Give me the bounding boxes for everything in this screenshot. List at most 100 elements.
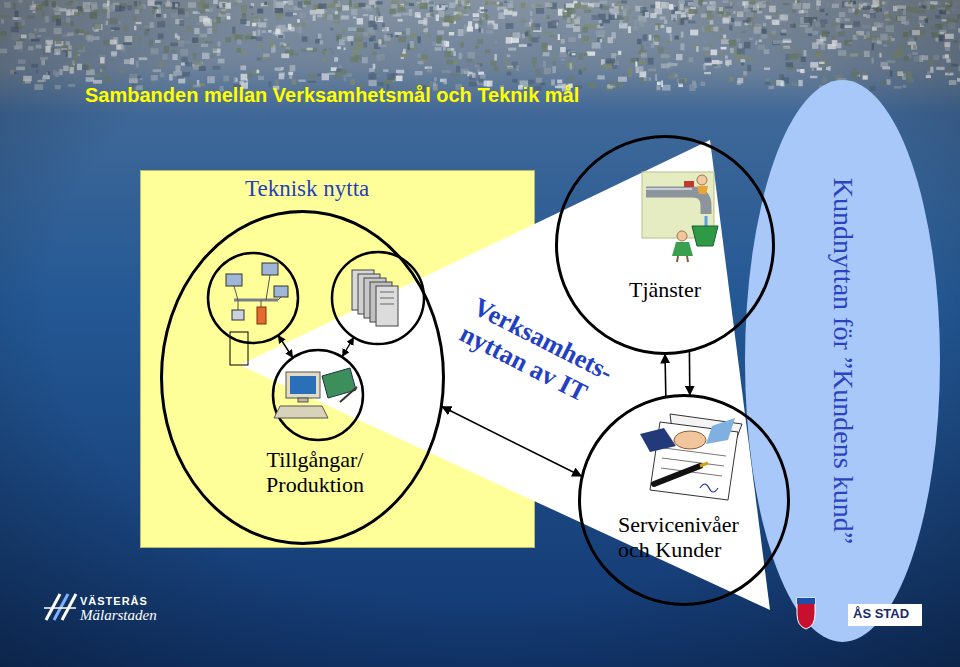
city-block <box>45 71 50 77</box>
city-block <box>444 51 453 57</box>
city-block <box>21 20 24 26</box>
city-block <box>938 2 941 5</box>
city-block <box>514 14 517 16</box>
connector-arrow <box>441 406 582 476</box>
city-block <box>901 6 905 10</box>
city-block <box>422 0 431 2</box>
city-block <box>120 6 125 11</box>
city-block <box>800 17 809 24</box>
city-block <box>464 6 470 9</box>
city-block <box>670 34 672 41</box>
city-block <box>179 20 184 26</box>
city-block <box>398 19 403 22</box>
city-block <box>652 69 655 73</box>
city-block <box>2 34 5 40</box>
city-block <box>746 16 753 21</box>
city-block <box>344 78 346 81</box>
city-block <box>369 21 376 27</box>
city-block <box>486 30 493 33</box>
city-block <box>598 14 605 20</box>
faucet-icon <box>684 181 694 187</box>
city-block <box>507 66 513 69</box>
city-block <box>812 68 814 71</box>
ellipse-shape <box>557 137 774 354</box>
city-block <box>55 41 64 46</box>
city-block <box>59 69 62 75</box>
city-block <box>794 48 802 51</box>
circle-label: Servicenivåer och Kunder <box>618 512 758 563</box>
city-block <box>177 36 180 40</box>
city-block <box>423 20 427 26</box>
city-block <box>656 85 660 90</box>
city-logo <box>54 594 68 620</box>
city-block <box>262 30 267 33</box>
city-block <box>897 71 903 76</box>
panel-heading: Teknisk nytta <box>245 176 369 202</box>
city-block <box>409 9 413 16</box>
city-block <box>86 64 90 71</box>
city-block <box>781 77 789 83</box>
handshake-icon <box>650 422 738 500</box>
city-block <box>204 22 212 26</box>
city-block <box>564 4 571 10</box>
city-block <box>183 9 189 11</box>
city-block <box>782 41 791 43</box>
city-block <box>764 15 766 18</box>
city-block <box>371 5 375 8</box>
city-block <box>701 26 710 32</box>
city-block <box>481 9 488 11</box>
city-block <box>507 1 513 3</box>
city-block <box>951 64 958 67</box>
city-block <box>90 12 97 19</box>
city-block <box>600 23 603 26</box>
city-block <box>945 2 950 4</box>
city-block <box>77 54 80 56</box>
city-block <box>241 74 248 81</box>
city-block <box>674 74 678 78</box>
city-block <box>823 77 828 82</box>
city-block <box>387 73 394 80</box>
ellipse-shape <box>162 212 444 544</box>
city-block <box>437 36 441 43</box>
city-block <box>816 39 823 44</box>
city-block <box>158 61 163 67</box>
network-icon <box>226 274 242 286</box>
city-block <box>904 71 912 78</box>
city-block <box>692 81 696 85</box>
city-logo <box>62 594 76 620</box>
faucet-icon <box>642 172 718 262</box>
city-block <box>750 1 755 5</box>
city-block <box>747 13 755 19</box>
city-block <box>653 38 658 45</box>
city-block <box>668 63 671 69</box>
city-block <box>553 61 556 65</box>
city-block <box>205 9 213 12</box>
city-block <box>828 66 831 71</box>
city-block <box>525 32 528 37</box>
city-block <box>437 38 442 44</box>
city-block <box>782 16 787 23</box>
city-block <box>93 80 102 84</box>
city-block <box>417 4 423 6</box>
city-block <box>935 15 941 19</box>
city-logo <box>44 607 76 609</box>
city-block <box>657 82 661 85</box>
city-block <box>737 11 744 17</box>
city-block <box>86 69 95 75</box>
city-block <box>804 17 812 23</box>
city-block <box>735 21 742 26</box>
city-block <box>216 6 219 9</box>
city-block <box>205 41 213 43</box>
city-block <box>115 5 121 11</box>
city-block <box>107 12 110 19</box>
city-block <box>567 10 570 16</box>
city-block <box>877 40 882 44</box>
city-block <box>430 13 434 16</box>
city-block <box>180 49 188 56</box>
city-block <box>905 21 909 25</box>
faucet-icon <box>692 226 718 246</box>
city-block <box>923 5 930 8</box>
city-block <box>598 30 606 35</box>
city-block <box>939 7 946 14</box>
city-block <box>164 14 167 18</box>
